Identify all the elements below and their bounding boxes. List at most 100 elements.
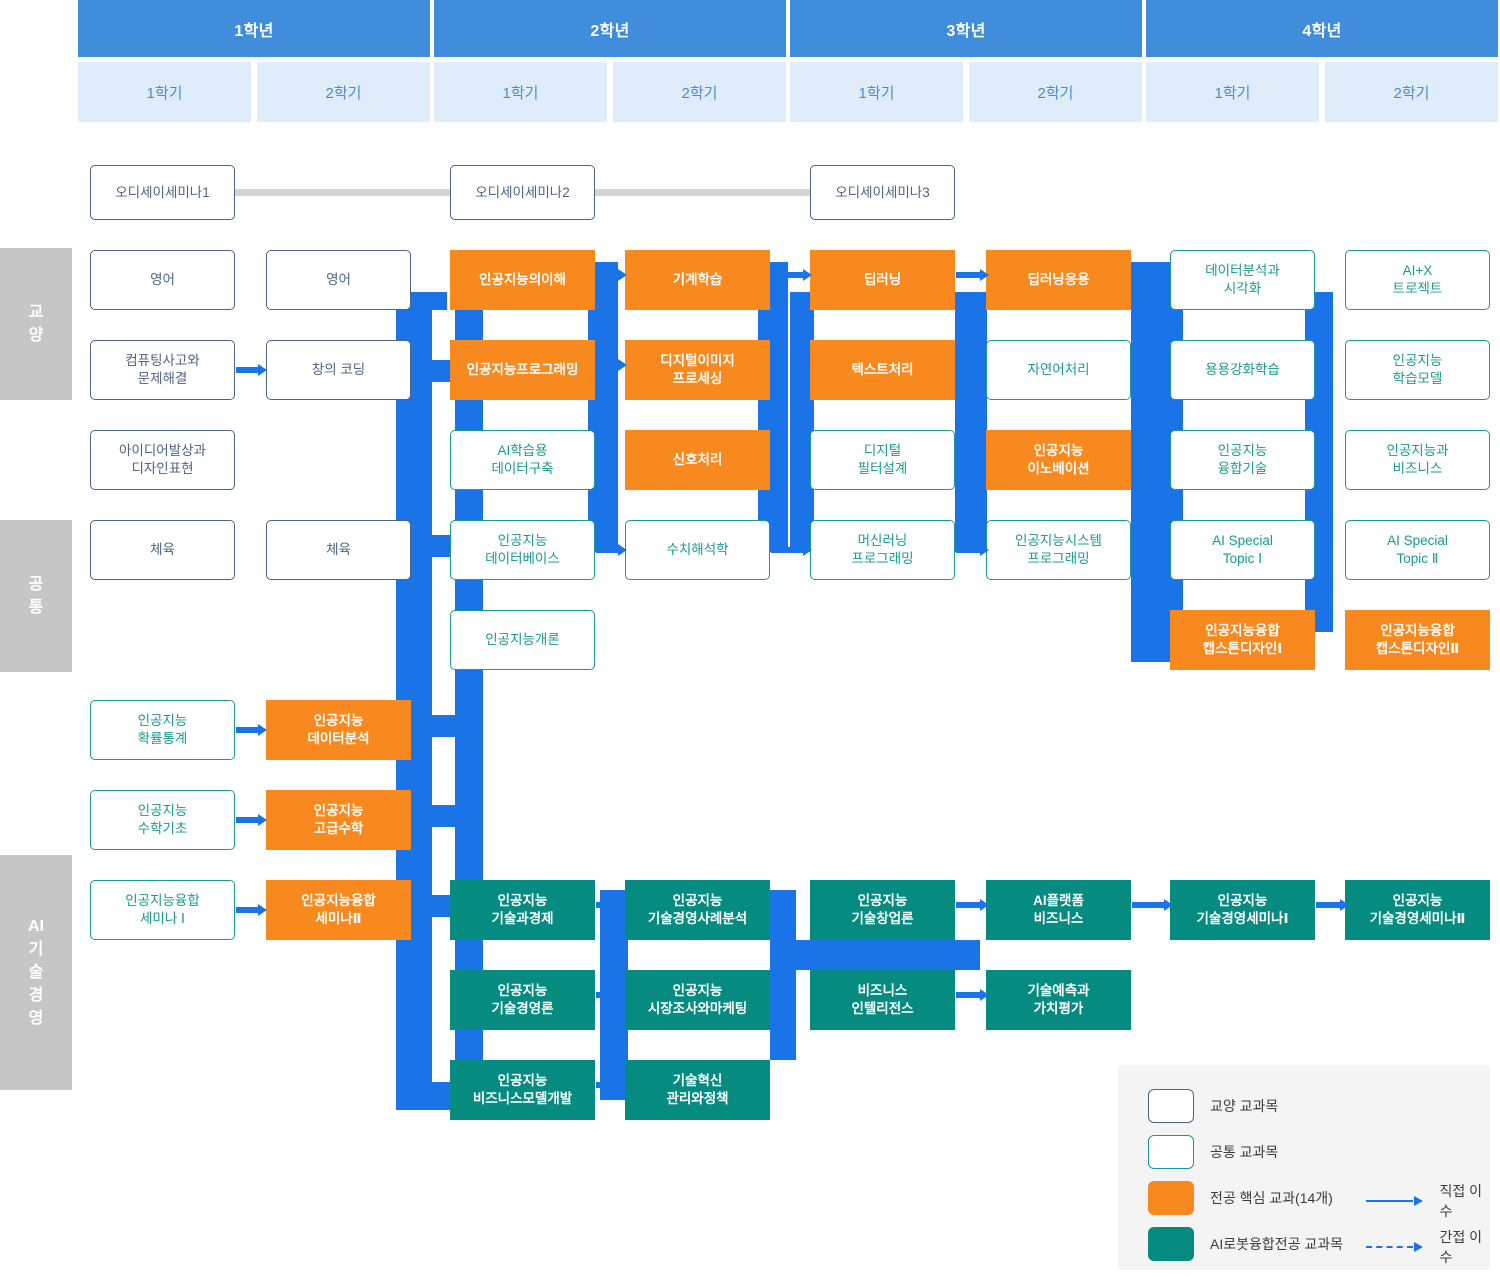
year-header-4: 4학년	[1146, 0, 1498, 57]
course-box[interactable]: 인공지능융합 캡스톤디자인Ⅱ	[1345, 610, 1490, 670]
seminar-box[interactable]: 오디세이세미나1	[90, 165, 235, 220]
course-box[interactable]: 아이디어발상과 디자인표현	[90, 430, 235, 490]
course-box[interactable]: 인공지능 융합기술	[1170, 430, 1315, 490]
course-box[interactable]: 용용강화학습	[1170, 340, 1315, 400]
legend-arrow-solid: 직접 이수	[1366, 1181, 1490, 1221]
course-box[interactable]: 딥러닝	[810, 250, 955, 310]
course-box[interactable]: 인공지능 비즈니스모델개발	[450, 1060, 595, 1120]
course-box[interactable]: AI학습용 데이터구축	[450, 430, 595, 490]
arrow-link	[771, 544, 812, 556]
course-box[interactable]: 인공지능의이해	[450, 250, 595, 310]
course-box[interactable]: 인공지능 이노베이션	[986, 430, 1131, 490]
course-box[interactable]: 수치해석학	[625, 520, 770, 580]
arrow-link	[596, 1079, 627, 1091]
category-char: 기	[28, 940, 44, 958]
course-box[interactable]: 비즈니스 인텔리전스	[810, 970, 955, 1030]
course-box[interactable]: AI Special Topic Ⅱ	[1345, 520, 1490, 580]
year-header-1: 1학년	[78, 0, 430, 57]
course-box[interactable]: 인공지능 확률통계	[90, 700, 235, 760]
course-box[interactable]: 인공지능 데이터베이스	[450, 520, 595, 580]
semester-header-6: 2학기	[969, 62, 1142, 122]
category-char: 통	[28, 599, 44, 616]
semester-header-4: 2학기	[613, 62, 786, 122]
course-box[interactable]: 인공지능 기술과경제	[450, 880, 595, 940]
course-box[interactable]: 인공지능프로그래밍	[450, 340, 595, 400]
legend-arrow-head-icon	[1414, 1196, 1424, 1206]
course-box[interactable]: 인공지능시스템 프로그래밍	[986, 520, 1131, 580]
legend-item-gt: 공통 교과목	[1148, 1135, 1278, 1169]
flow-band	[780, 940, 980, 970]
course-box[interactable]: 인공지능 기술경영세미나Ⅱ	[1345, 880, 1490, 940]
column-spine	[758, 262, 788, 552]
semester-header-5: 1학기	[790, 62, 963, 122]
course-box[interactable]: 인공지능 데이터분석	[266, 700, 411, 760]
course-box[interactable]: 인공지능개론	[450, 610, 595, 670]
course-box[interactable]: 창의 코딩	[266, 340, 411, 400]
legend-arrow-line-icon	[1366, 1200, 1414, 1202]
course-box[interactable]: 인공지능 학습모델	[1345, 340, 1490, 400]
course-box[interactable]: 딥러닝응용	[986, 250, 1131, 310]
category-char: 경	[28, 987, 44, 1005]
arrow-link	[596, 359, 627, 371]
semester-header-2: 2학기	[257, 62, 430, 122]
course-box[interactable]: 인공지능과 비즈니스	[1345, 430, 1490, 490]
arrow-link	[956, 989, 989, 1001]
column-spine	[790, 292, 814, 552]
course-box[interactable]: 인공지능 기술경영론	[450, 970, 595, 1030]
course-box[interactable]: 신호처리	[625, 430, 770, 490]
course-box[interactable]: 인공지능 기술경영사례분석	[625, 880, 770, 940]
arrow-link	[596, 269, 627, 281]
course-box[interactable]: 인공지능융합 세미나Ⅱ	[266, 880, 411, 940]
legend-item-cr: 전공 핵심 교과(14개)	[1148, 1181, 1333, 1215]
course-box[interactable]: 영어	[90, 250, 235, 310]
seminar-connector	[595, 189, 810, 196]
course-box[interactable]: AI+X 트로젝트	[1345, 250, 1490, 310]
arrow-link	[596, 899, 627, 911]
course-box[interactable]: 인공지능융합 캡스톤디자인Ⅰ	[1170, 610, 1315, 670]
year-header-2: 2학년	[434, 0, 786, 57]
course-box[interactable]: 영어	[266, 250, 411, 310]
category-char: 교	[28, 303, 44, 321]
legend-item-ar: AI로봇융합전공 교과목	[1148, 1227, 1343, 1261]
seminar-box[interactable]: 오디세이세미나3	[810, 165, 955, 220]
legend-swatch-gy-icon	[1148, 1089, 1194, 1123]
course-box[interactable]: 자연어처리	[986, 340, 1131, 400]
category-char: 술	[28, 963, 44, 981]
column-spine	[955, 292, 987, 552]
course-box[interactable]: 인공지능 기술경영세미나Ⅰ	[1170, 880, 1315, 940]
course-box[interactable]: 데이터분석과 시각화	[1170, 250, 1315, 310]
course-box[interactable]: 텍스트처리	[810, 340, 955, 400]
course-box[interactable]: 인공지능 기술창업론	[810, 880, 955, 940]
course-box[interactable]: 기술혁신 관리와정책	[625, 1060, 770, 1120]
year-header-3: 3학년	[790, 0, 1142, 57]
course-box[interactable]: 디지털이미지 프로세싱	[625, 340, 770, 400]
course-box[interactable]: 인공지능 시장조사와마케팅	[625, 970, 770, 1030]
legend-arrow-label: 직접 이수	[1439, 1183, 1482, 1219]
course-box[interactable]: 기술예측과 가치평가	[986, 970, 1131, 1030]
semester-header-8: 2학기	[1325, 62, 1498, 122]
legend-item-gy: 교양 교과목	[1148, 1089, 1278, 1123]
semester-header-7: 1학기	[1146, 62, 1319, 122]
semester-header-3: 1학기	[434, 62, 607, 122]
course-box[interactable]: 컴퓨팅사고와 문제해결	[90, 340, 235, 400]
course-box[interactable]: 체육	[266, 520, 411, 580]
course-box[interactable]: 체육	[90, 520, 235, 580]
course-box[interactable]: 인공지능융합 세미나 Ⅰ	[90, 880, 235, 940]
course-box[interactable]: 머신러닝 프로그래밍	[810, 520, 955, 580]
seminar-box[interactable]: 오디세이세미나2	[450, 165, 595, 220]
course-box[interactable]: AI Special Topic Ⅰ	[1170, 520, 1315, 580]
trunk-stub	[396, 805, 456, 827]
arrow-link	[1316, 899, 1349, 911]
category-char: 영	[28, 1010, 44, 1028]
arrow-link	[236, 724, 267, 736]
course-box[interactable]: AI플랫폼 비즈니스	[986, 880, 1131, 940]
course-box[interactable]: 인공지능 수학기초	[90, 790, 235, 850]
course-box[interactable]: 디지털 필터설계	[810, 430, 955, 490]
course-box[interactable]: 기계학습	[625, 250, 770, 310]
legend-arrow-label: 간접 이수	[1439, 1229, 1482, 1265]
legend-item-label: 공통 교과목	[1210, 1144, 1279, 1160]
course-box[interactable]: 인공지능 고급수학	[266, 790, 411, 850]
